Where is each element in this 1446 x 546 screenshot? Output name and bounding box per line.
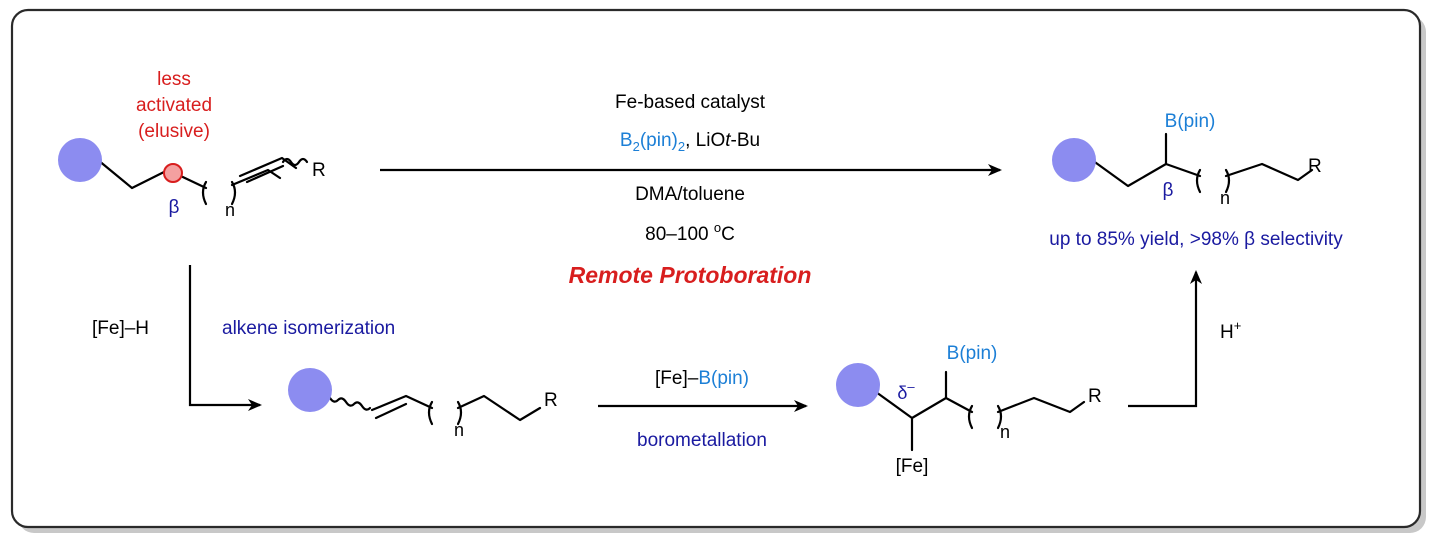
result-text: up to 85% yield, >98% β selectivity xyxy=(1049,229,1343,250)
product-bracket-left xyxy=(1195,168,1202,194)
substituent-sphere xyxy=(58,138,102,182)
partial-charge-label: δ– xyxy=(897,379,915,403)
boron-reagent-b: B xyxy=(620,130,633,151)
isomerization-arrow xyxy=(188,265,262,411)
alkene-double-bond xyxy=(370,394,434,420)
start-bracket-right xyxy=(230,180,237,206)
annotation-line1: less xyxy=(157,69,191,90)
borometallation-label: borometallation xyxy=(637,430,767,451)
product: B(pin) β n R up to 85% yield, >98% β sel… xyxy=(1049,111,1343,250)
r-label: R xyxy=(312,160,326,181)
isomerization-reagent: [Fe]–H xyxy=(92,318,149,339)
base-suffix: -Bu xyxy=(731,130,761,151)
start-material: less activated (elusive) β n R xyxy=(58,69,326,220)
r-label: R xyxy=(1088,386,1102,407)
intermediate-bracket-left xyxy=(967,404,974,430)
beta-carbon-highlight xyxy=(163,163,183,183)
substituent-sphere xyxy=(1052,138,1096,182)
product-skeleton xyxy=(1090,132,1202,188)
base-italic: t xyxy=(725,130,731,151)
internal-alkene: n R xyxy=(288,368,558,440)
beta-label: β xyxy=(169,197,180,218)
annotation-line2: activated xyxy=(136,95,212,116)
n-label: n xyxy=(225,200,235,220)
reaction-name: Remote Protoboration xyxy=(569,262,812,288)
alkene-wavy-bond xyxy=(328,396,372,411)
alkene-bracket-right xyxy=(456,400,463,426)
reagent-line: B2(pin)2, LiOt-Bu xyxy=(620,130,760,154)
protonation-arrow xyxy=(1128,270,1202,408)
product-chain xyxy=(1224,162,1314,182)
boron-reagent-pin: (pin) xyxy=(640,130,678,151)
substituent-sphere xyxy=(836,363,880,407)
product-bracket-right xyxy=(1224,168,1231,194)
beta-label: β xyxy=(1163,180,1174,201)
bpin-label: B(pin) xyxy=(1165,111,1216,132)
start-double-bond xyxy=(238,156,298,184)
n-label: n xyxy=(454,420,464,440)
start-wavy-bond xyxy=(281,157,309,167)
intermediate-chain xyxy=(996,396,1086,414)
base-prefix: , LiO xyxy=(685,130,725,151)
n-label: n xyxy=(1220,188,1230,208)
borometallation-reagent: [Fe]–B(pin) xyxy=(655,368,749,389)
bpin-label: B(pin) xyxy=(947,343,998,364)
substituent-sphere xyxy=(288,368,332,412)
protonation-reagent: H+ xyxy=(1220,318,1241,343)
r-label: R xyxy=(1308,156,1322,177)
alkene-chain xyxy=(456,394,542,422)
isomerization-label: alkene isomerization xyxy=(222,318,395,339)
boron-reagent-sub: 2 xyxy=(633,139,640,154)
temperature-label: 80–100 oC xyxy=(645,220,735,245)
catalyst-label: Fe-based catalyst xyxy=(615,92,766,113)
boron-reagent-sub: 2 xyxy=(678,139,685,154)
fe-label: [Fe] xyxy=(896,456,929,477)
solvent-label: DMA/toluene xyxy=(635,184,745,205)
alkene-bracket-left xyxy=(427,400,434,426)
n-label: n xyxy=(1000,422,1010,442)
annotation-line3: (elusive) xyxy=(138,121,210,142)
intermediate-bracket-right xyxy=(996,404,1003,430)
r-label: R xyxy=(544,390,558,411)
intermediate: B(pin) δ– [Fe] n R xyxy=(836,343,1102,477)
intermediate-skeleton xyxy=(874,370,974,452)
start-bracket-left xyxy=(201,180,208,206)
